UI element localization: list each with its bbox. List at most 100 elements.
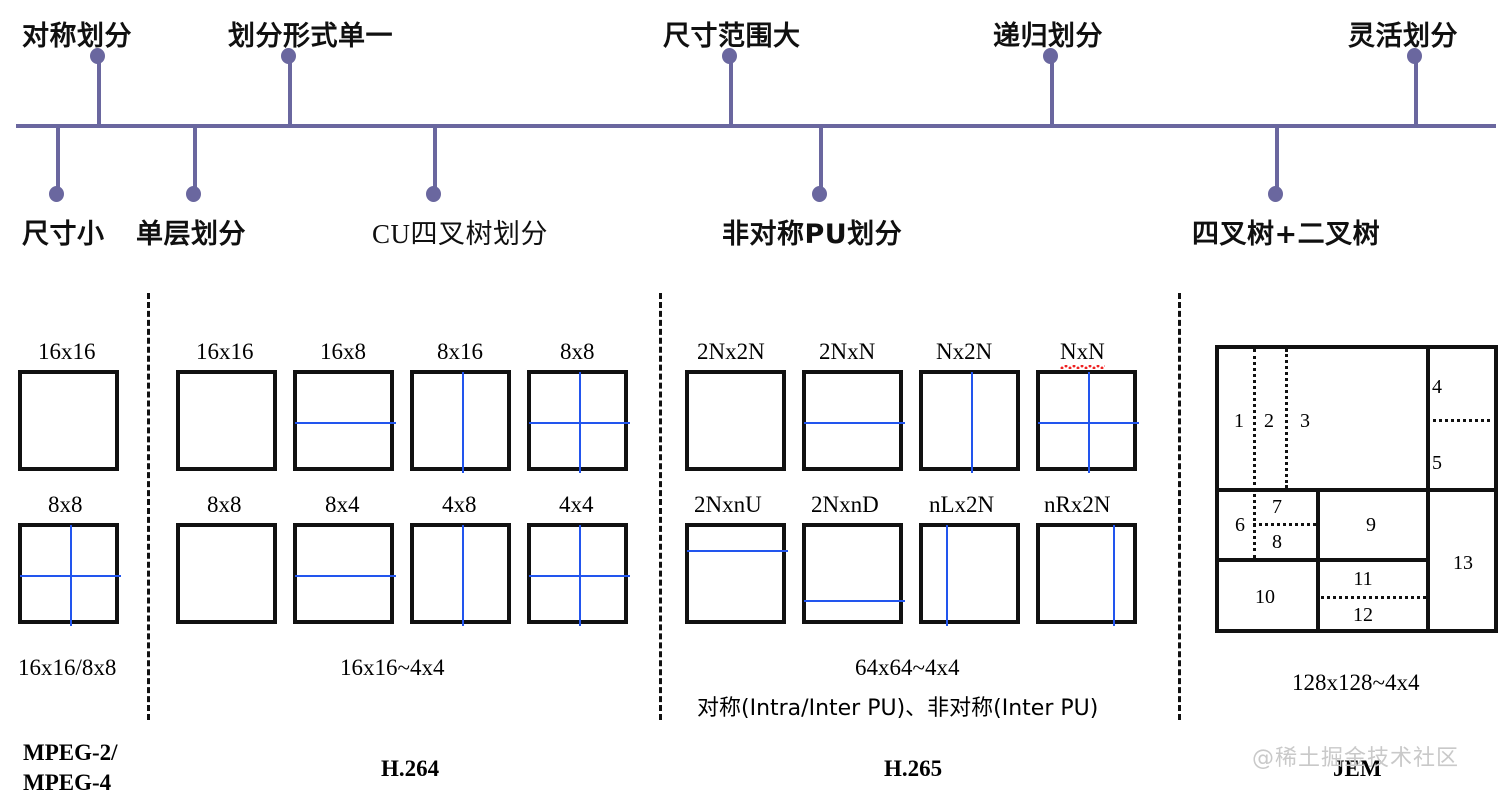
partition-block-8x8 bbox=[18, 523, 121, 626]
partition-block-8x4 bbox=[293, 523, 396, 624]
partition-block-2NxnD bbox=[802, 523, 905, 624]
jem-dotted-divider-1-2 bbox=[1253, 349, 1256, 558]
timeline-stem bbox=[1275, 126, 1279, 192]
timeline-label-recursive-split: 递归划分 bbox=[993, 21, 1103, 52]
timeline-label-large-size-range: 尺寸范围大 bbox=[663, 21, 801, 52]
split-line-horizontal bbox=[687, 550, 788, 552]
split-line-vertical bbox=[70, 525, 72, 626]
block-caption: 8x16 bbox=[437, 339, 483, 364]
column-separator-2 bbox=[659, 293, 662, 720]
block-caption: 8x8 bbox=[560, 339, 595, 364]
block-caption: 16x8 bbox=[320, 339, 366, 364]
column-footer-mpeg: 16x16/8x8 bbox=[18, 655, 117, 680]
split-line-vertical bbox=[1113, 525, 1115, 626]
timeline-stem bbox=[819, 126, 823, 192]
jem-solid-divider-h2 bbox=[1215, 558, 1426, 562]
jem-cell-number: 4 bbox=[1432, 376, 1442, 398]
jem-cell-number: 13 bbox=[1453, 552, 1473, 574]
jem-cell-number: 9 bbox=[1366, 514, 1376, 536]
jem-solid-divider-v-main bbox=[1426, 345, 1430, 632]
split-line-vertical bbox=[579, 525, 581, 626]
split-line-vertical bbox=[971, 372, 973, 473]
column-name-h265: H.265 bbox=[884, 756, 943, 781]
timeline-stem bbox=[288, 56, 292, 126]
timeline-label-small-size: 尺寸小 bbox=[22, 219, 105, 250]
timeline-label-quadtree-plus-binarytree: 四叉树+二叉树 bbox=[1192, 219, 1381, 250]
jem-cell-number: 12 bbox=[1353, 604, 1373, 626]
block-caption: 16x16 bbox=[38, 339, 96, 364]
timeline-label-single-layer-split: 单层划分 bbox=[136, 219, 246, 250]
block-caption: 2Nx2N bbox=[697, 339, 765, 364]
split-line-horizontal bbox=[295, 575, 396, 577]
split-line-vertical bbox=[462, 525, 464, 626]
timeline-dot bbox=[90, 48, 105, 64]
jem-cell-number: 7 bbox=[1272, 496, 1282, 518]
timeline-dot bbox=[1268, 186, 1283, 202]
jem-cell-number: 8 bbox=[1272, 531, 1282, 553]
timeline-label-asymmetric-pu-split: 非对称PU划分 bbox=[722, 219, 903, 250]
split-line-vertical bbox=[462, 372, 464, 473]
block-caption: nLx2N bbox=[929, 492, 995, 517]
timeline-dot bbox=[49, 186, 64, 202]
jem-solid-divider-v-78 bbox=[1316, 488, 1320, 558]
timeline-dot bbox=[186, 186, 201, 202]
block-caption: 8x8 bbox=[48, 492, 83, 517]
jem-dotted-divider-11-12 bbox=[1316, 596, 1426, 599]
column-separator-3 bbox=[1178, 293, 1181, 720]
jem-dotted-divider-4-5 bbox=[1426, 419, 1498, 422]
block-caption: 2NxnD bbox=[811, 492, 879, 517]
partition-block-4x4 bbox=[527, 523, 630, 626]
partition-block-Nx2N bbox=[919, 370, 1020, 473]
partition-block-2NxN bbox=[802, 370, 905, 471]
partition-block-16x16 bbox=[176, 370, 277, 471]
column-footer-h265-line1: 64x64~4x4 bbox=[855, 655, 960, 680]
block-caption: Nx2N bbox=[936, 339, 993, 364]
timeline-dot bbox=[812, 186, 827, 202]
jem-cell-number: 2 bbox=[1264, 410, 1274, 432]
timeline-dot bbox=[1043, 48, 1058, 64]
partition-block-4x8 bbox=[410, 523, 511, 626]
split-line-horizontal bbox=[804, 422, 905, 424]
jem-cell-number: 3 bbox=[1300, 410, 1310, 432]
block-caption-spellchecked: NxN bbox=[1060, 339, 1105, 369]
jem-cell-number: 11 bbox=[1353, 568, 1373, 590]
timeline-stem bbox=[1050, 56, 1054, 126]
split-line-vertical bbox=[1088, 372, 1090, 473]
partition-block-nLx2N bbox=[919, 523, 1020, 626]
partition-block-8x16 bbox=[410, 370, 511, 473]
spellcheck-underline: NxN bbox=[1060, 339, 1105, 369]
block-caption: 8x8 bbox=[207, 492, 242, 517]
timeline-axis bbox=[16, 124, 1496, 128]
codec-comparison-panels: 16x16 8x8 16x16/8x8 MPEG-2/ MPEG-4 16x16… bbox=[0, 280, 1512, 796]
block-caption: 8x4 bbox=[325, 492, 360, 517]
jem-cell-number: 10 bbox=[1255, 586, 1275, 608]
jem-cell-number: 1 bbox=[1234, 410, 1244, 432]
jem-dotted-divider-7-8 bbox=[1253, 523, 1316, 526]
timeline-stem bbox=[56, 126, 60, 192]
timeline-diagram: 对称划分 划分形式单一 尺寸范围大 递归划分 灵活划分 尺寸小 单层划分 CU四… bbox=[0, 0, 1512, 280]
jem-quadtree-binarytree-block: 1 2 3 4 5 6 7 8 9 10 11 12 13 bbox=[1215, 345, 1498, 633]
timeline-stem bbox=[1414, 56, 1418, 126]
block-caption: 2NxnU bbox=[694, 492, 762, 517]
partition-block-2NxnU bbox=[685, 523, 788, 624]
jem-cell-number: 6 bbox=[1235, 514, 1245, 536]
timeline-stem bbox=[97, 56, 101, 126]
column-name-h264: H.264 bbox=[381, 756, 440, 781]
column-footer-h264: 16x16~4x4 bbox=[340, 655, 445, 680]
timeline-dot bbox=[426, 186, 441, 202]
block-caption: 4x8 bbox=[442, 492, 477, 517]
partition-block-2Nx2N bbox=[685, 370, 786, 471]
partition-block-NxN bbox=[1036, 370, 1139, 473]
column-separator-1 bbox=[147, 293, 150, 720]
block-caption: 16x16 bbox=[196, 339, 254, 364]
split-line-horizontal bbox=[295, 422, 396, 424]
timeline-label-cu-quadtree-split: CU四叉树划分 bbox=[372, 219, 549, 249]
jem-cell-number: 5 bbox=[1432, 452, 1442, 474]
split-line-vertical bbox=[946, 525, 948, 626]
jem-solid-divider-h1 bbox=[1215, 488, 1498, 492]
timeline-stem bbox=[433, 126, 437, 192]
column-footer-jem: 128x128~4x4 bbox=[1292, 670, 1420, 695]
timeline-label-single-split-form: 划分形式单一 bbox=[228, 21, 393, 52]
column-name-mpeg-line1: MPEG-2/ bbox=[23, 740, 118, 765]
timeline-stem bbox=[193, 126, 197, 192]
